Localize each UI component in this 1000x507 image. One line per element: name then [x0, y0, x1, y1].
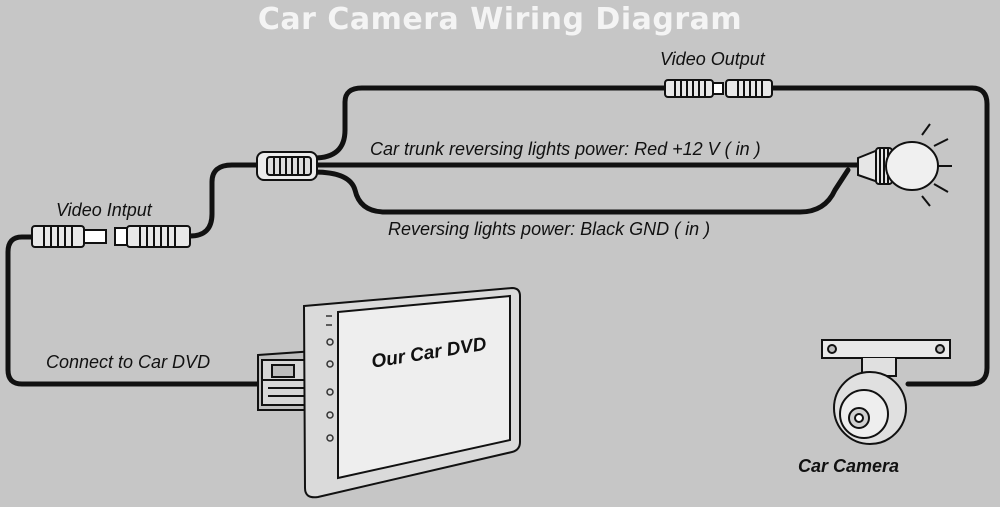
dvd-side-buttons [326, 315, 334, 442]
connect-dvd-label: Connect to Car DVD [46, 352, 211, 372]
video-input-connector [31, 225, 191, 248]
black-gnd-wire [311, 167, 851, 215]
camera-video-cable [769, 85, 990, 387]
video-output-cable-left [311, 85, 668, 161]
video-input-label: Video Intput [56, 200, 152, 220]
wires [5, 85, 990, 387]
video-output-connector [664, 79, 773, 98]
black-gnd-label: Reversing lights power: Black GND ( in ) [388, 219, 711, 239]
car-dvd-unit [257, 286, 521, 499]
car-camera [821, 339, 951, 445]
video-input-plug-right [126, 225, 191, 248]
car-camera-label: Car Camera [798, 456, 900, 476]
red-power-label: Car trunk reversing lights power: Red +1… [370, 139, 761, 159]
reversing-light-bulb [857, 123, 952, 207]
wire-splitter [256, 151, 318, 181]
dvd-cable [5, 234, 265, 387]
diagram-title: Car Camera Wiring Diagram [257, 2, 743, 37]
video-output-label: Video Output [660, 49, 765, 69]
splitter-input-cable [187, 162, 261, 239]
